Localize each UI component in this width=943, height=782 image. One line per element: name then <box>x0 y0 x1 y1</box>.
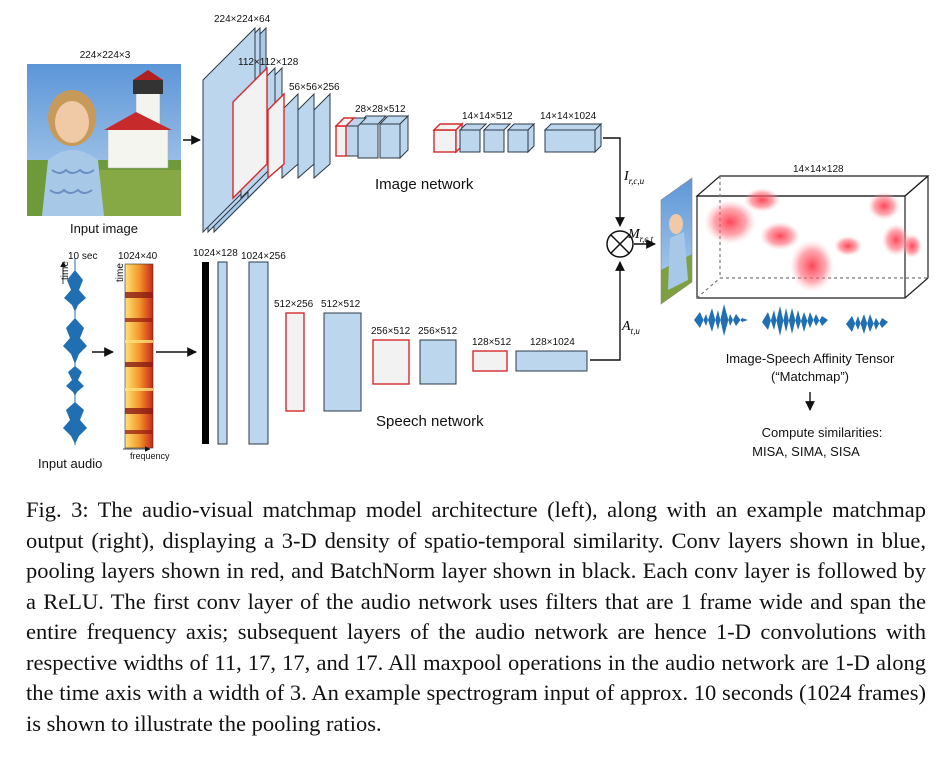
image-block4 <box>334 114 410 160</box>
image-dim-4: 28×28×512 <box>355 104 406 115</box>
image-block3 <box>267 92 331 180</box>
tensor-dim: 14×14×128 <box>793 164 844 175</box>
image-dim-6: 14×14×1024 <box>540 111 597 122</box>
audio-conv1 <box>217 261 228 445</box>
matchmap-waveform <box>694 304 888 336</box>
audio-dim-8: 128×1024 <box>530 337 575 348</box>
wave-2 <box>63 318 87 364</box>
audio-pool2 <box>372 339 410 385</box>
audio-feature-label: At,u <box>621 319 640 336</box>
audio-dim-7: 128×512 <box>472 337 512 348</box>
image-dim-3: 56×56×256 <box>289 82 340 93</box>
matchmap-feature-label: Mr,c,t <box>627 227 654 244</box>
wave-1 <box>64 270 86 312</box>
audio-conv3 <box>323 312 362 412</box>
image-dim-5: 14×14×512 <box>462 111 513 122</box>
matchmap-image-slice <box>660 177 693 305</box>
time-axis-label-waveform: time <box>60 261 71 280</box>
image-conv6 <box>543 122 603 154</box>
audio-dim-5: 256×512 <box>371 326 411 337</box>
figure-caption: Fig. 3: The audio-visual matchmap model … <box>26 497 926 736</box>
audio-dim-1: 1024×128 <box>193 248 238 259</box>
image-network-label: Image network <box>375 176 474 193</box>
frequency-axis-label: frequency <box>130 451 170 461</box>
tensor-title-line2: (“Matchmap”) <box>771 369 849 384</box>
duration-label: 10 sec <box>68 251 97 262</box>
input-audio-label: Input audio <box>38 456 102 471</box>
spectrogram-dim: 1024×40 <box>118 251 158 262</box>
audio-conv4 <box>419 339 457 385</box>
audio-dim-3: 512×256 <box>274 299 314 310</box>
audio-conv2 <box>248 261 269 445</box>
image-block5 <box>432 122 536 154</box>
input-image-dim: 224×224×3 <box>80 50 131 61</box>
input-image-label: Input image <box>70 221 138 236</box>
audio-pool1 <box>285 312 305 412</box>
matchmap-density <box>704 188 922 292</box>
audio-pool3 <box>472 350 508 372</box>
audio-dim-4: 512×512 <box>321 299 361 310</box>
spectrogram <box>124 263 154 449</box>
compute-line1: Compute similarities: <box>762 425 883 440</box>
time-axis-label-spectrogram: time <box>115 263 126 282</box>
image-dim-1: 224×224×64 <box>214 14 271 25</box>
speech-network-label: Speech network <box>376 413 484 430</box>
image-feature-label: Ir,c,u <box>623 169 645 186</box>
input-waveform <box>63 258 87 445</box>
image-dim-2: 112×112×128 <box>238 57 299 68</box>
audio-dim-6: 256×512 <box>418 326 458 337</box>
compute-line2: MISA, SIMA, SISA <box>752 444 860 459</box>
audio-conv5 <box>515 350 588 372</box>
wave-4 <box>63 402 87 444</box>
input-image <box>27 64 181 216</box>
tensor-title-line1: Image-Speech Affinity Tensor <box>726 351 895 366</box>
batchnorm-layer <box>202 262 209 444</box>
architecture-diagram: 224×224×3 Input image 224×224×64 112×112… <box>27 14 930 471</box>
wave-3 <box>66 366 84 396</box>
audio-dim-2: 1024×256 <box>241 251 286 262</box>
